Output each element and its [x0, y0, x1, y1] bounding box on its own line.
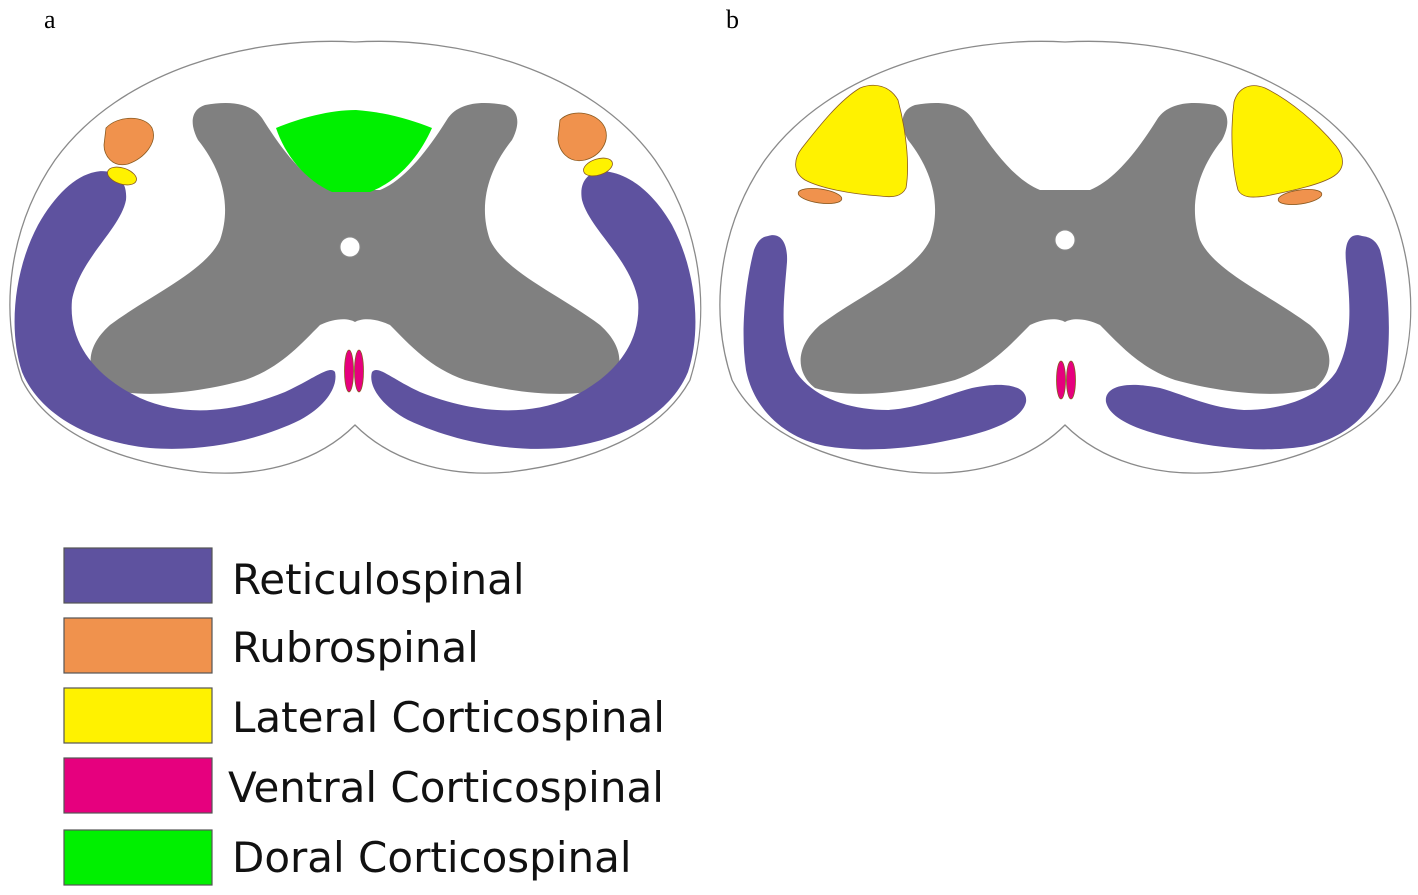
legend-swatch-doral-corticospinal [63, 829, 213, 886]
reticulospinal-tract-left-b [743, 235, 1027, 450]
legend-label-reticulospinal: Reticulospinal [232, 555, 525, 604]
central-canal-a [339, 236, 361, 258]
ventral-corticospinal-tract-left-a [344, 349, 354, 393]
lateral-corticospinal-tract-right-b [1231, 85, 1343, 198]
legend-swatch-rubrospinal [63, 617, 213, 674]
ventral-corticospinal-tract-left-b [1056, 360, 1066, 400]
panel-label-a: a [44, 5, 56, 34]
lateral-corticospinal-tract-right-a [583, 157, 613, 177]
ventral-corticospinal-tract-right-a [354, 349, 364, 393]
ventral-corticospinal-tract-right-b [1066, 360, 1076, 400]
legend-label-ventral-corticospinal: Ventral Corticospinal [228, 763, 664, 812]
central-canal-b [1054, 229, 1076, 251]
panel-b-cross-section [719, 40, 1412, 474]
rubrospinal-tract-right-a [557, 112, 607, 162]
legend-label-doral-corticospinal: Doral Corticospinal [232, 833, 632, 882]
legend-label-lateral-corticospinal: Lateral Corticospinal [232, 693, 665, 742]
legend-swatch-reticulospinal [63, 547, 213, 604]
legend: Reticulospinal Rubrospinal Lateral Corti… [63, 547, 665, 886]
reticulospinal-tract-right-a [371, 171, 696, 449]
rubrospinal-tract-left-b [797, 188, 843, 204]
reticulospinal-tract-left-a [14, 171, 336, 449]
legend-swatch-ventral-corticospinal [63, 757, 213, 814]
lateral-corticospinal-tract-left-a [107, 166, 137, 186]
legend-swatch-lateral-corticospinal [63, 687, 213, 744]
rubrospinal-tract-right-b [1277, 189, 1323, 205]
panel-label-b: b [726, 5, 739, 34]
reticulospinal-tract-right-b [1105, 235, 1389, 450]
legend-label-rubrospinal: Rubrospinal [232, 623, 479, 672]
lateral-corticospinal-tract-left-b [795, 84, 908, 198]
rubrospinal-tract-left-a [103, 117, 154, 166]
dorsal-corticospinal-tract-a [276, 110, 432, 192]
panel-a-cross-section [9, 40, 702, 474]
